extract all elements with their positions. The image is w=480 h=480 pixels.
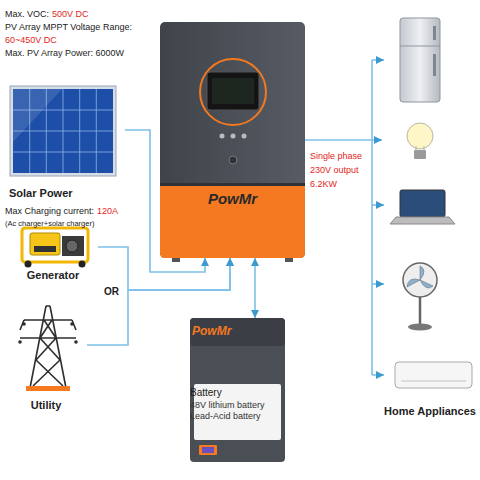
inverter-body xyxy=(242,134,247,139)
battery-spec: 48V lithium battery Lead-Acid battery xyxy=(184,399,291,422)
bulb-icon xyxy=(414,150,426,159)
inverter-body xyxy=(160,22,305,262)
battery-body xyxy=(202,447,214,453)
spec-text: 500V DC xyxy=(52,9,89,19)
home-appliances-node: Home Appliances xyxy=(382,8,478,418)
inverter-body xyxy=(231,134,236,139)
fridge-icon xyxy=(433,26,436,40)
brand-logo: PowMr xyxy=(184,324,291,338)
inverter-body xyxy=(220,134,225,139)
generator-node: Generator xyxy=(8,224,98,282)
solar-panel-icon xyxy=(13,89,113,173)
inverter-body xyxy=(212,78,254,104)
bulb-icon xyxy=(407,123,433,159)
inverter-body xyxy=(160,183,305,186)
pylon-icon xyxy=(22,322,26,326)
battery-body xyxy=(199,445,217,455)
text-line: Max. VOC:500V DC xyxy=(5,6,89,20)
fridge-icon xyxy=(400,18,440,102)
fridge-icon xyxy=(400,46,440,47)
output-bus xyxy=(372,204,384,206)
spec-text: 60~450V DC xyxy=(5,35,57,45)
generator-icon xyxy=(62,236,84,256)
text-line: Max. PV Array Power: 6000W xyxy=(5,45,124,59)
inverter-body xyxy=(172,258,180,262)
laptop-icon xyxy=(400,190,445,217)
fan-icon xyxy=(419,297,422,324)
fan-icon xyxy=(407,266,433,288)
text-line: Max Charging current:120A xyxy=(5,203,118,217)
inverter-body xyxy=(160,186,305,258)
power-connector xyxy=(305,139,382,141)
node-label: Utility xyxy=(31,399,62,412)
generator-icon xyxy=(79,261,86,268)
output-bus xyxy=(372,283,384,285)
spec-text: 120A xyxy=(97,206,118,216)
pylon-icon xyxy=(18,340,22,344)
inverter-body xyxy=(285,258,293,262)
fridge-icon xyxy=(400,18,440,102)
node-label: Solar Power xyxy=(9,187,73,200)
text-line: 60~450V DC xyxy=(5,32,57,46)
battery-node: PowMrBattery48V lithium battery Lead-Aci… xyxy=(184,318,291,462)
text-line: OR xyxy=(104,284,119,298)
bulb-icon xyxy=(407,123,433,149)
power-connector xyxy=(254,258,256,318)
node-label: Battery xyxy=(184,387,291,399)
output-bus xyxy=(372,60,384,375)
solar-panel-icon xyxy=(13,89,62,142)
solar-panel-icon xyxy=(13,89,113,173)
fan-icon xyxy=(408,324,432,331)
air-conditioner-icon xyxy=(395,362,472,388)
text-line: Single phase 230V output 6.2KW xyxy=(310,148,368,190)
brand-logo: PowMr xyxy=(208,190,257,208)
inverter-body xyxy=(207,72,259,110)
text-line: PV Array MPPT Voltage Range: xyxy=(5,19,132,33)
pylon-icon xyxy=(70,322,74,326)
laptop-icon xyxy=(390,190,455,224)
inverter-body xyxy=(229,156,237,164)
node-label: Home Appliances xyxy=(384,405,476,418)
pylon-icon xyxy=(20,306,76,388)
text-line: (Ac charger+solar charger) xyxy=(5,215,94,230)
generator-icon xyxy=(22,228,88,262)
pylon-icon xyxy=(74,340,78,344)
spec-text: Max. VOC: xyxy=(5,9,49,19)
fridge-icon xyxy=(433,54,436,76)
inverter-node: PowMr xyxy=(160,22,305,258)
spec-text: Max. PV Array Power: 6000W xyxy=(5,48,124,58)
power-connector xyxy=(98,247,230,290)
utility-node: Utility xyxy=(5,302,87,412)
laptop-icon xyxy=(390,217,455,224)
spec-text: (Ac charger+solar charger) xyxy=(5,219,94,228)
output-bus xyxy=(372,59,384,61)
generator-icon xyxy=(34,246,56,252)
pylon-icon xyxy=(26,386,70,391)
fan-icon xyxy=(403,263,437,331)
inverter-body xyxy=(160,22,305,258)
air-conditioner-icon xyxy=(401,381,466,382)
air-conditioner-icon xyxy=(395,362,472,388)
inverter-body xyxy=(200,59,266,125)
solar-panel-icon xyxy=(10,86,116,176)
solar-panel-icon xyxy=(10,86,116,176)
generator-icon xyxy=(22,228,88,268)
generator-icon xyxy=(66,240,78,252)
generator-icon xyxy=(30,233,60,255)
spec-text: Single phase 230V output 6.2KW xyxy=(310,151,362,189)
spec-text: PV Array MPPT Voltage Range: xyxy=(5,22,132,32)
power-connector xyxy=(125,130,205,272)
spec-text: Max Charging current: xyxy=(5,206,94,216)
output-bus xyxy=(372,374,384,376)
node-label: Generator xyxy=(27,269,80,282)
alternative-marker: OR xyxy=(104,286,119,297)
fan-icon xyxy=(403,263,437,297)
output-bus xyxy=(371,60,373,375)
generator-icon xyxy=(25,261,32,268)
pylon-icon xyxy=(18,306,78,391)
solar-power-node: Solar Power xyxy=(5,82,125,200)
